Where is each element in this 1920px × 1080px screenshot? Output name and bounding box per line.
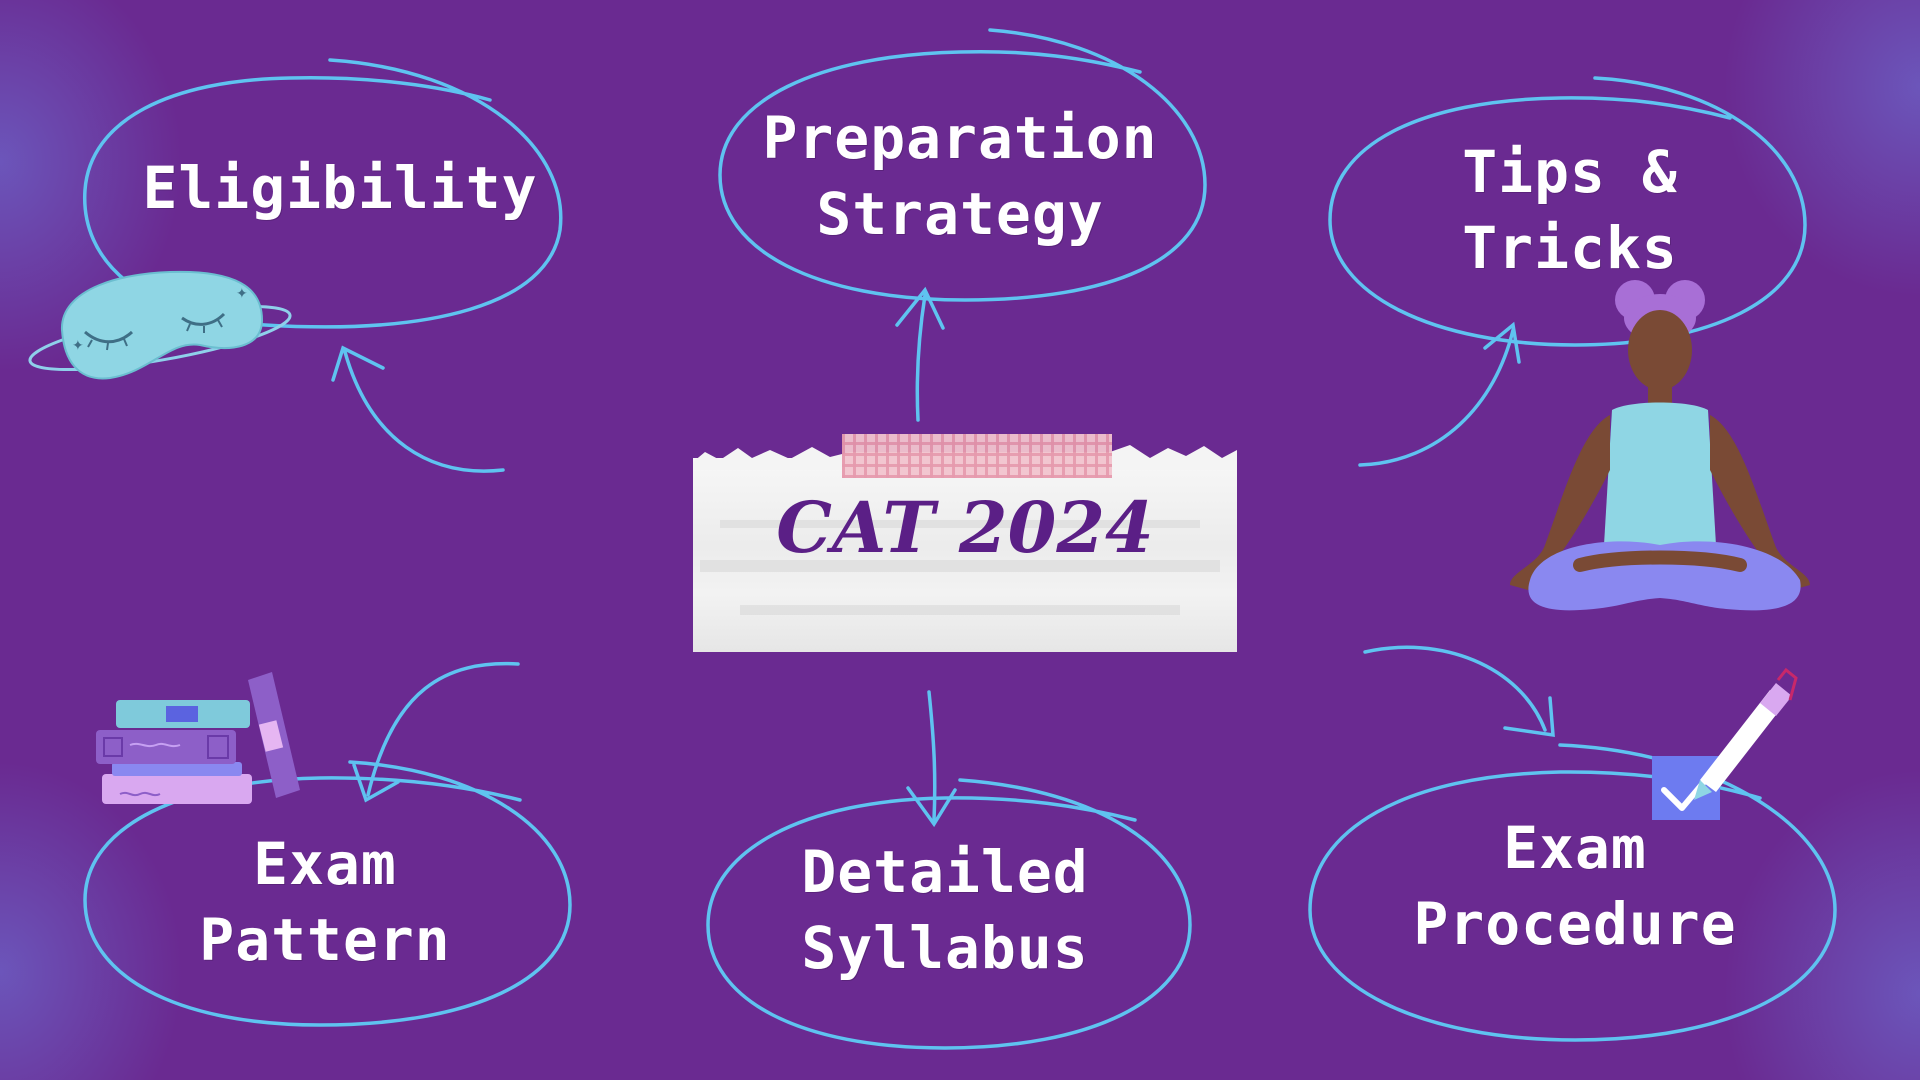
detailed-syllabus-outline	[706, 778, 1192, 1050]
node-exam-procedure: Exam Procedure	[1370, 810, 1780, 962]
node-preparation-strategy: Preparation Strategy	[740, 100, 1180, 252]
node-detailed-syllabus-line-1: Detailed	[801, 838, 1089, 906]
svg-text:✦: ✦	[236, 286, 248, 302]
arrow-to-exam-procedure-head	[1503, 696, 1555, 738]
node-exam-pattern: Exam Pattern	[150, 826, 500, 978]
node-tips-tricks-line-1: Tips &	[1462, 138, 1678, 206]
arrow-to-tips-tricks	[1358, 328, 1515, 467]
center-title: CAT 2024	[776, 486, 1154, 569]
node-preparation-strategy-line-2: Strategy	[816, 180, 1104, 248]
node-exam-pattern-line-2: Pattern	[199, 906, 451, 974]
node-preparation-strategy-line-1: Preparation	[762, 104, 1158, 172]
arrow-to-eligibility-head	[331, 345, 385, 382]
preparation-strategy-outline	[718, 28, 1207, 302]
node-detailed-syllabus-line-2: Syllabus	[801, 914, 1089, 982]
svg-text:✦: ✦	[72, 338, 84, 354]
center-tape	[842, 434, 1112, 478]
node-detailed-syllabus: Detailed Syllabus	[760, 834, 1130, 986]
node-exam-procedure-line-2: Procedure	[1413, 890, 1737, 958]
arrow-to-exam-procedure	[1363, 645, 1547, 732]
arrow-to-detailed-syllabus-head	[906, 786, 957, 828]
center-card	[693, 458, 1237, 652]
tips-tricks-outline	[1328, 76, 1807, 347]
node-eligibility-line-1: Eligibility	[142, 154, 538, 222]
arrow-to-eligibility	[343, 350, 505, 473]
node-tips-tricks: Tips & Tricks	[1395, 134, 1745, 286]
arrow-to-detailed-syllabus	[927, 690, 937, 822]
arrow-to-tips-tricks-head	[1483, 321, 1521, 364]
node-tips-tricks-line-2: Tricks	[1462, 214, 1678, 282]
exam-pattern-outline	[83, 760, 572, 1027]
node-exam-procedure-line-1: Exam	[1503, 814, 1647, 882]
exam-procedure-outline	[1308, 743, 1837, 1042]
arrow-to-preparation-strategy	[915, 293, 927, 422]
arrow-to-exam-pattern	[366, 661, 520, 797]
node-eligibility: Eligibility	[140, 150, 540, 226]
node-exam-pattern-line-1: Exam	[253, 830, 397, 898]
arrow-to-preparation-strategy-head	[895, 286, 945, 330]
arrow-to-exam-pattern-head	[352, 763, 400, 803]
